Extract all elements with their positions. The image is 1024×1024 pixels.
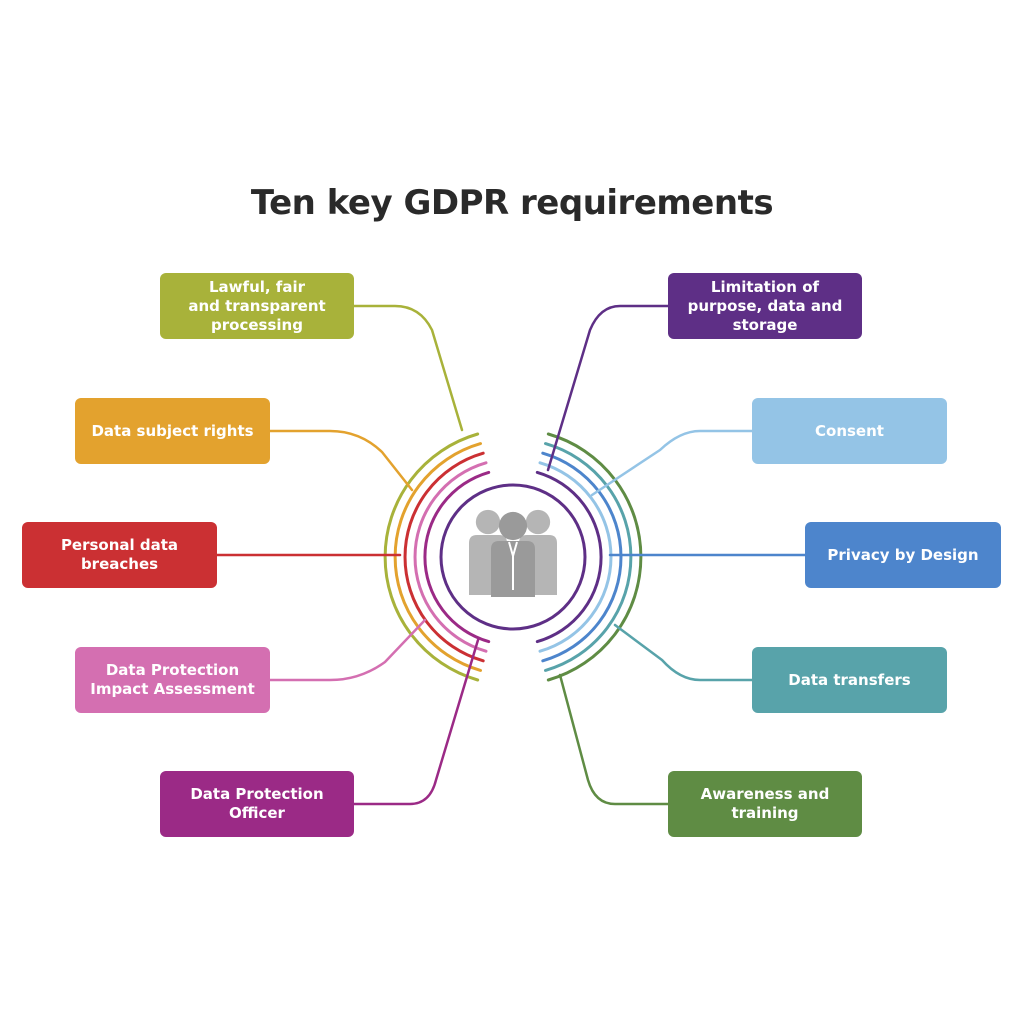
requirement-label: Privacy by Design xyxy=(827,545,979,564)
requirement-label: Consent xyxy=(815,421,884,440)
requirement-label: Data subject rights xyxy=(91,421,254,440)
connector-line xyxy=(590,429,754,497)
ring-arc-left xyxy=(423,470,491,644)
requirement-awareness-training: Awareness and training xyxy=(668,771,862,837)
connector-line xyxy=(613,623,754,682)
connector-lines xyxy=(215,304,807,806)
ring-arc-right xyxy=(546,432,643,682)
people-group-icon xyxy=(469,509,557,597)
ring-arc-left xyxy=(413,461,488,653)
requirement-consent: Consent xyxy=(752,398,947,464)
ring-arc-right xyxy=(544,442,633,672)
requirement-privacy-by-design: Privacy by Design xyxy=(805,522,1001,588)
requirement-label: Data transfers xyxy=(788,670,911,689)
center-rings xyxy=(383,432,643,682)
ring-arc-left xyxy=(393,442,482,672)
requirement-label: Data Protection Officer xyxy=(190,785,324,822)
requirement-data-transfers: Data transfers xyxy=(752,647,947,713)
requirement-limitation-purpose: Limitation of purpose, data and storage xyxy=(668,273,862,339)
requirement-data-protection-officer: Data Protection Officer xyxy=(160,771,354,837)
connector-line xyxy=(268,429,414,492)
requirement-label: Personal data breaches xyxy=(60,536,179,573)
requirement-data-subject-rights: Data subject rights xyxy=(75,398,270,464)
connector-line xyxy=(558,673,670,806)
connector-line xyxy=(352,638,480,806)
connector-line xyxy=(268,618,427,682)
requirement-label: Lawful, fair and transparent processing xyxy=(188,277,326,334)
requirement-personal-data-breaches: Personal data breaches xyxy=(22,522,217,588)
connector-line xyxy=(352,304,464,432)
connector-line xyxy=(546,304,670,472)
requirement-label: Limitation of purpose, data and storage xyxy=(687,277,843,334)
diagram-title: Ten key GDPR requirements xyxy=(250,183,774,223)
requirement-label: Awareness and training xyxy=(700,785,830,822)
ring-arc-right xyxy=(538,461,613,653)
ring-arc-left xyxy=(383,432,480,682)
ring-arc-left xyxy=(403,451,485,663)
requirement-lawful-processing: Lawful, fair and transparent processing xyxy=(160,273,354,339)
requirement-label: Data Protection Impact Assessment xyxy=(90,661,255,698)
ring-inner xyxy=(439,483,587,631)
requirement-dpia: Data Protection Impact Assessment xyxy=(75,647,270,713)
ring-arc-right xyxy=(535,470,603,644)
ring-arc-right xyxy=(541,451,623,663)
